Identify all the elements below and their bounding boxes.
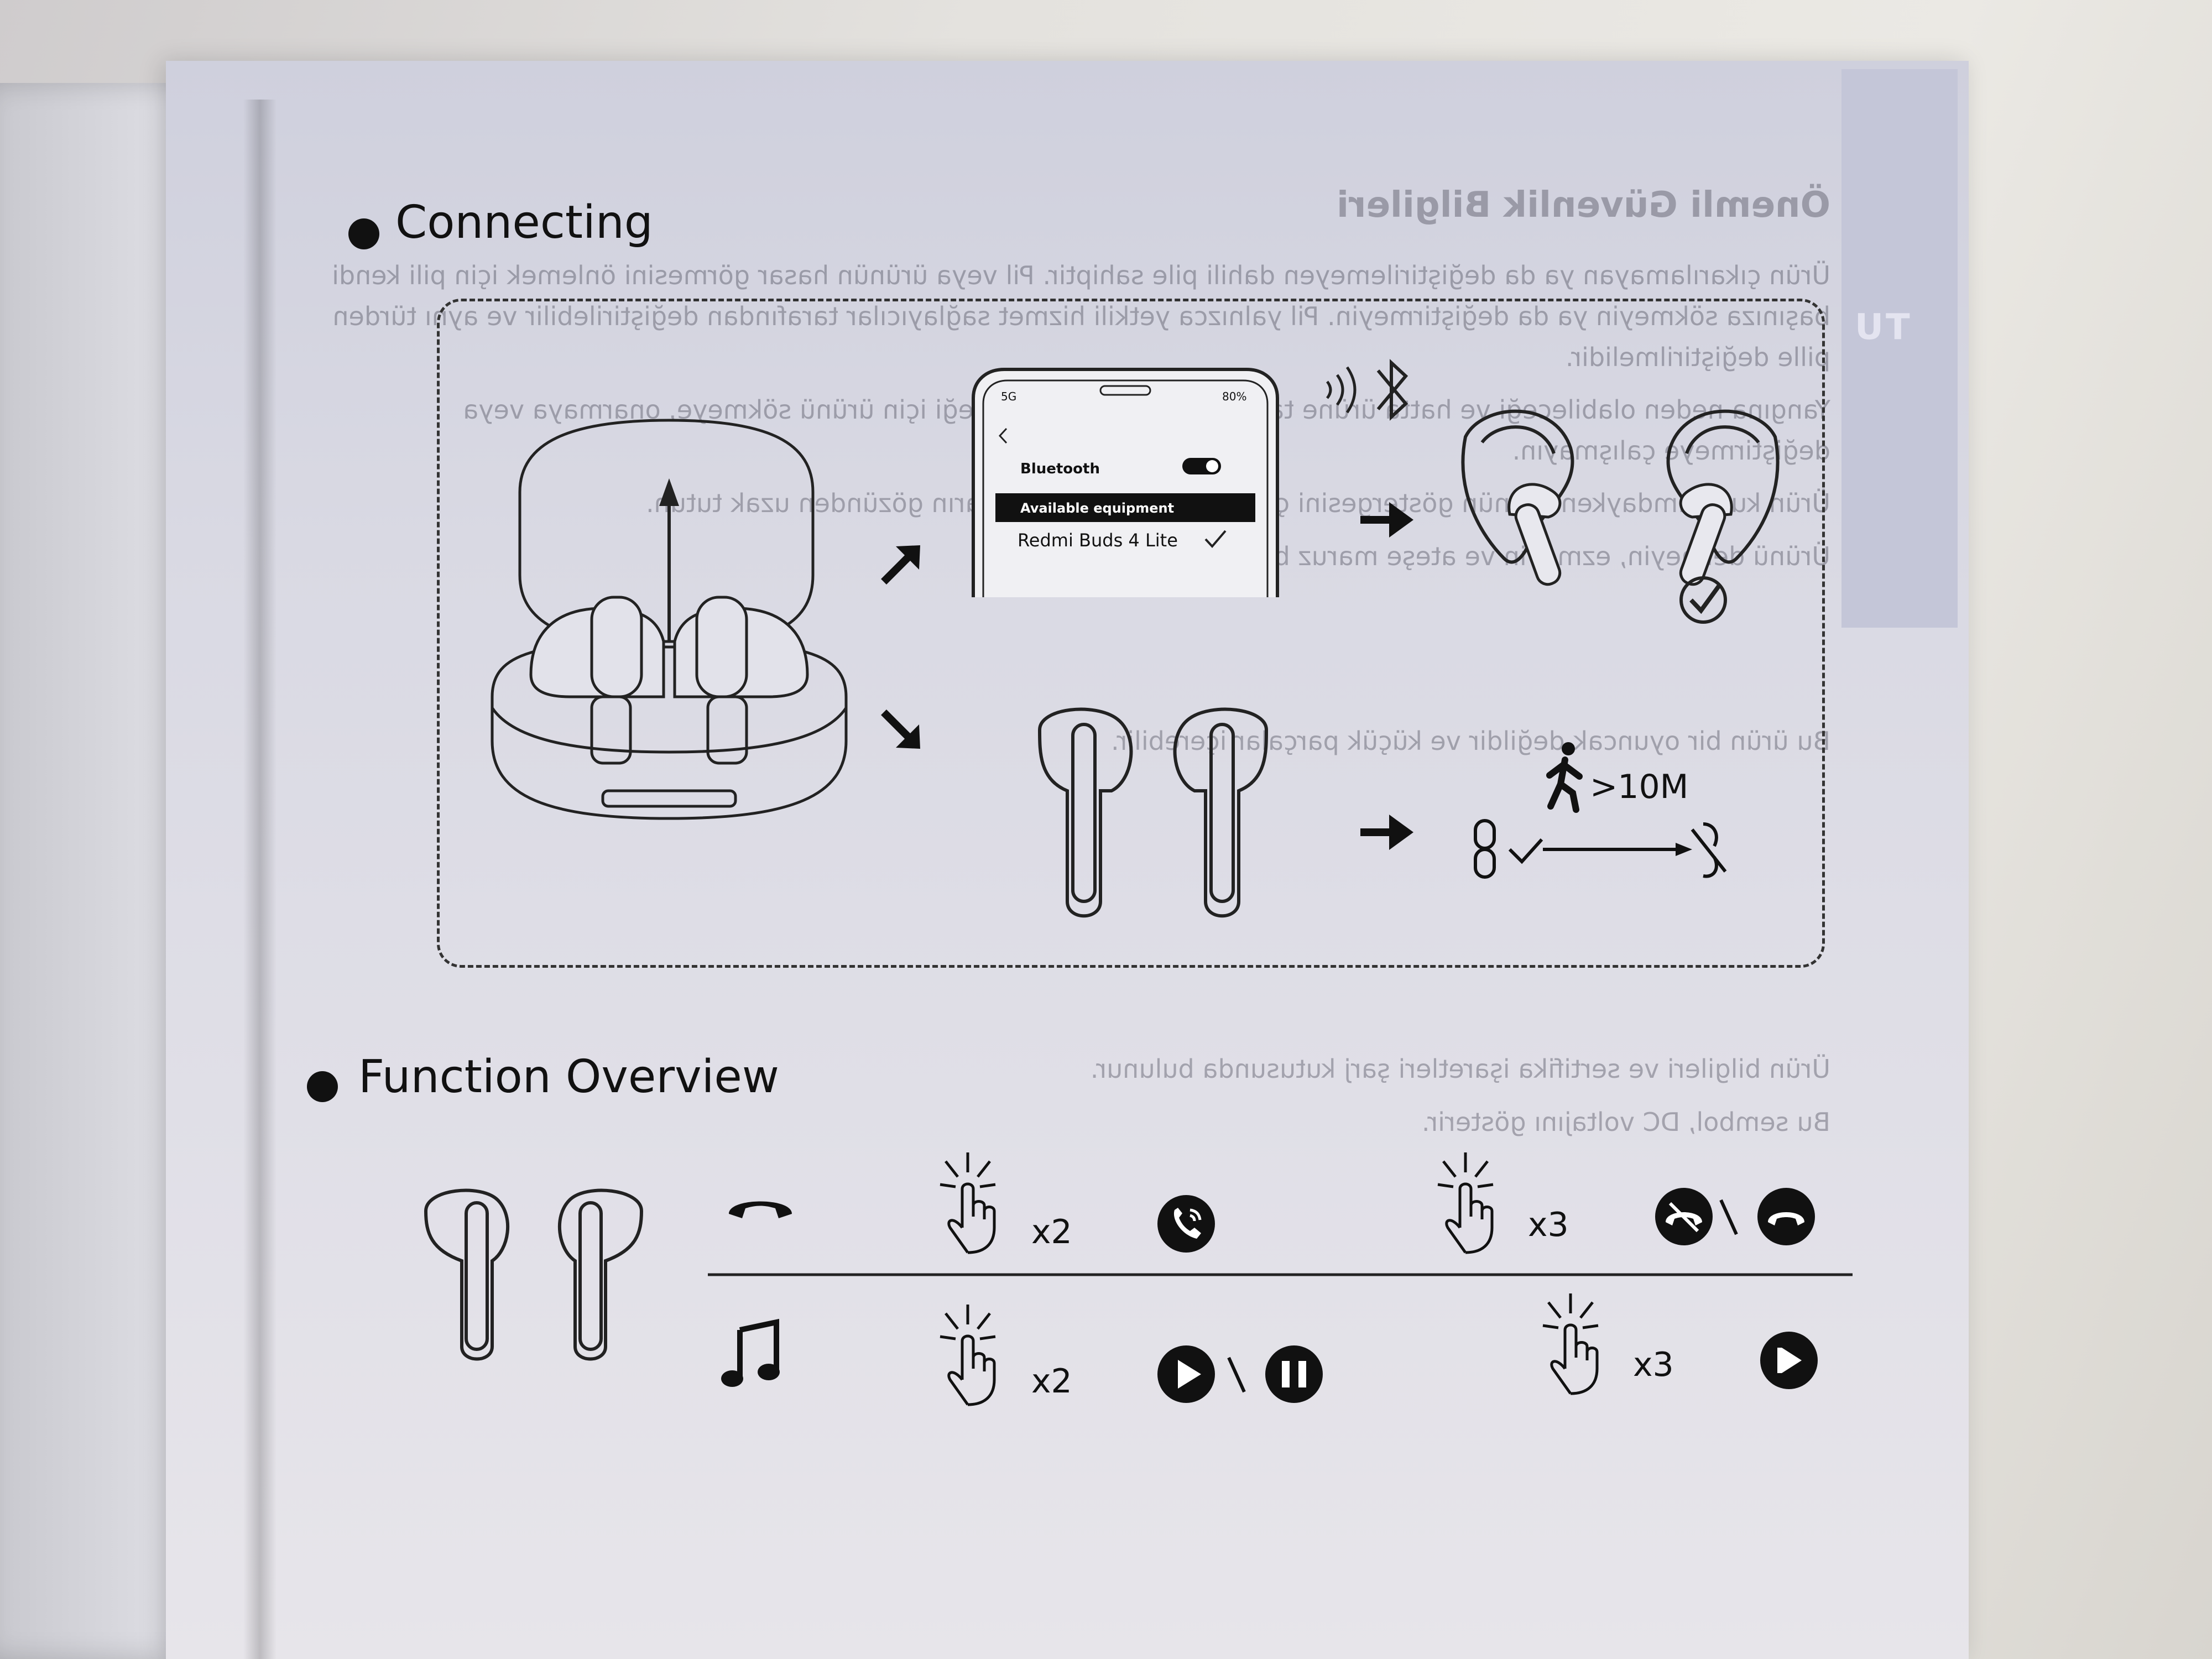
phone-status-signal: 5G [1001,390,1016,403]
phone-device-name: Redmi Buds 4 Lite [1018,530,1178,551]
music-note-icon [719,1319,785,1391]
section-title-connecting: Connecting [395,196,653,249]
distance-label: >10M [1590,768,1688,806]
earbuds-pair-icon [1018,702,1288,924]
double-tap-icon [924,1150,1023,1255]
answer-call-icon [1156,1193,1217,1254]
double-tap-icon [924,1302,1023,1407]
earbuds-in-ear-icon [1449,404,1792,614]
double-tap-count: x2 [1031,1362,1072,1401]
play-icon [1156,1341,1333,1407]
earbuds-pair-icon [415,1178,653,1366]
next-track-icon [1759,1330,1819,1391]
arrow-right-icon [1360,498,1416,542]
arrow-down-right-icon [879,708,924,752]
case-open-icon [481,409,857,830]
section-title-function-overview: Function Overview [358,1051,779,1103]
triple-tap-icon [1421,1150,1521,1255]
walking-person-icon [1543,741,1587,813]
language-tab [1841,69,1958,628]
double-tap-count: x2 [1031,1213,1072,1251]
link-icon [1471,818,1731,879]
language-tab-label: TU [1853,307,1910,348]
triple-tap-icon [1526,1291,1626,1396]
phone-bluetooth-label: Bluetooth [1020,461,1100,477]
phone-available-header: Available equipment [1020,500,1174,516]
arrow-up-right-icon [879,542,924,586]
reject-call-icon [1653,1183,1819,1250]
section-bullet [348,218,379,249]
signal-waves-icon [1322,359,1366,420]
divider [708,1272,1858,1277]
spine-shadow [243,100,276,1659]
phone-status-battery: 80% [1222,390,1246,403]
bleed-paragraph: Bu sembol, DC voltajını gösterir. [304,1102,1830,1143]
section-bullet [307,1071,338,1102]
triple-tap-count: x3 [1633,1345,1674,1384]
bluetooth-icon [1371,348,1416,431]
arrow-right-icon [1360,810,1416,854]
triple-tap-count: x3 [1528,1206,1569,1244]
handset-icon [724,1192,796,1225]
